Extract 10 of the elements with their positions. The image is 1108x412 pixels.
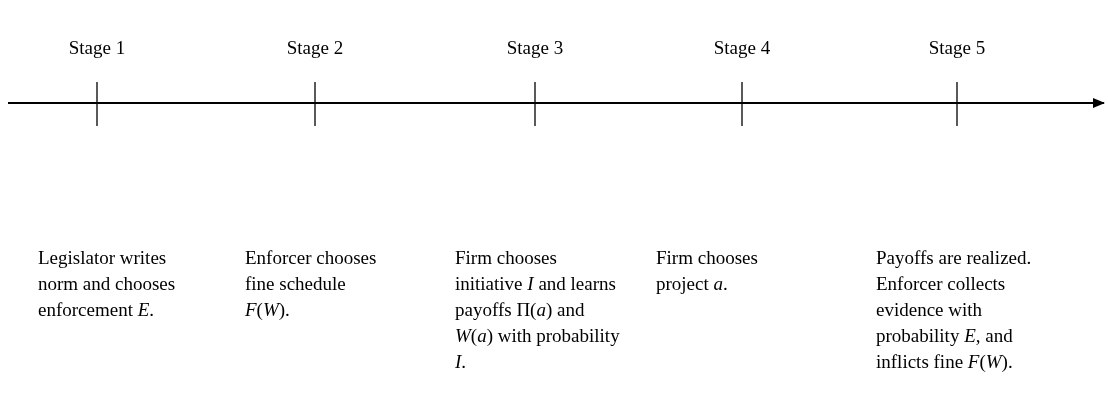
stage-description: Legislator writes norm and chooses enforcement E.: [38, 246, 177, 322]
stage-description: Enforcer chooses fine schedule F(W).: [245, 246, 378, 322]
stage-label: Stage 4: [712, 36, 772, 60]
stage-description: Payoffs are realized. Enforcer collects evidence with probability E, and inflicts fine F(W).: [876, 246, 1033, 374]
stage-description: Firm chooses initiative I and learns payoffs Π(a) and W(a) with probability I.: [455, 246, 620, 374]
stage-label: Stage 5: [927, 36, 987, 60]
stage-label: Stage 1: [67, 36, 127, 60]
stage-label: Stage 3: [505, 36, 565, 60]
stage-label: Stage 2: [285, 36, 345, 60]
stage-description: Firm chooses project a.: [656, 246, 759, 296]
